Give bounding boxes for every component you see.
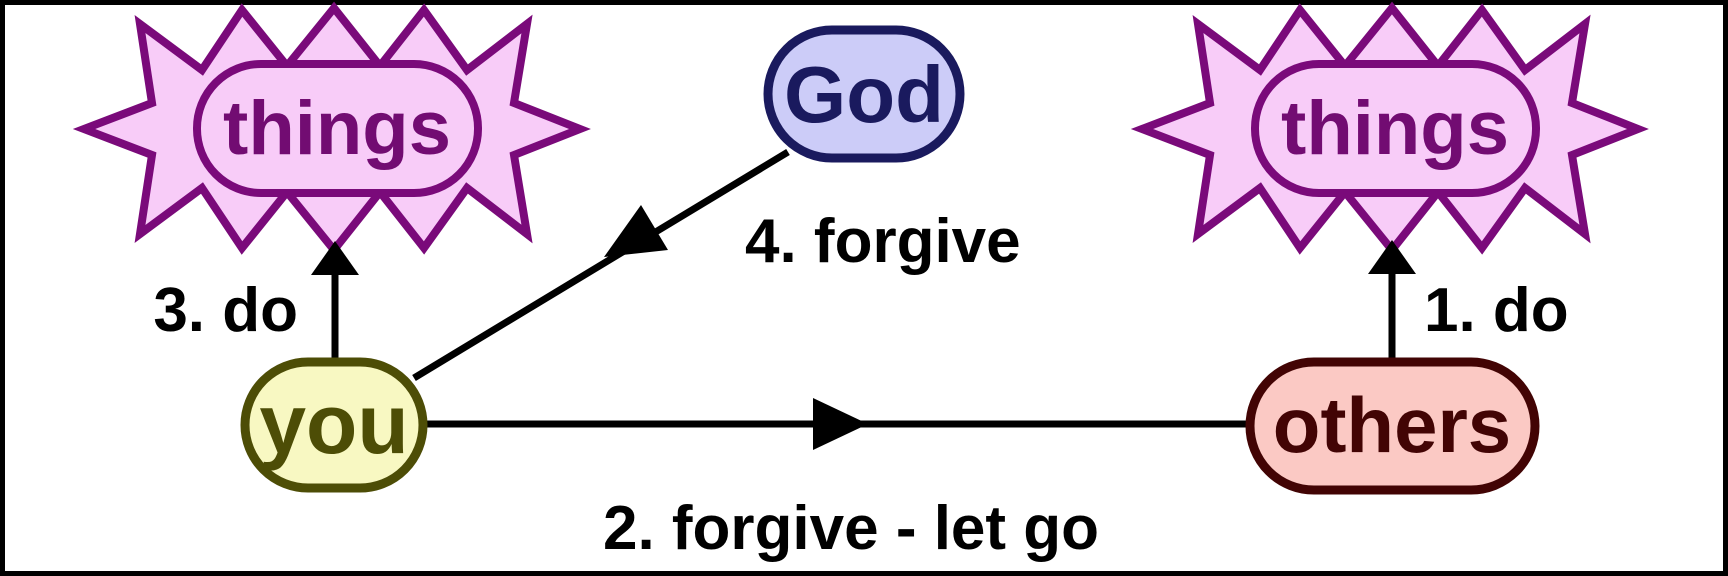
arrowhead-right-icon [813,398,868,450]
node-you: you [240,357,428,493]
edge-others-do-things: 1. do [1368,240,1569,362]
node-others: others [1245,357,1540,495]
arrowhead-downleft-icon [604,205,668,257]
edge-label-3-do: 3. do [153,276,298,345]
edge-label-2-forgive-let-go: 2. forgive - let go [603,494,1099,563]
edge-label-1-do: 1. do [1424,276,1569,345]
edge-god-forgives-you: 4. forgive [412,149,1021,381]
edge-you-forgive-others: 2. forgive - let go [423,398,1250,563]
node-label-others: others [1273,381,1511,469]
node-things-left: things [84,8,580,250]
edge-line [412,149,790,381]
arrowhead-up-icon [311,241,359,275]
node-label-god: God [784,50,944,139]
node-label-things-left: things [223,86,451,171]
edge-label-4-forgive: 4. forgive [745,207,1021,276]
you-stadium-shape [240,357,428,493]
node-god: God [763,25,965,163]
node-label-you: you [259,377,408,471]
others-stadium-shape [1245,357,1540,495]
edge-you-do-things: 3. do [153,241,359,365]
node-label-things-right: things [1281,86,1509,171]
arrowhead-up-icon [1368,240,1416,274]
god-stadium-shape [763,25,965,163]
node-things-right: things [1142,8,1638,250]
